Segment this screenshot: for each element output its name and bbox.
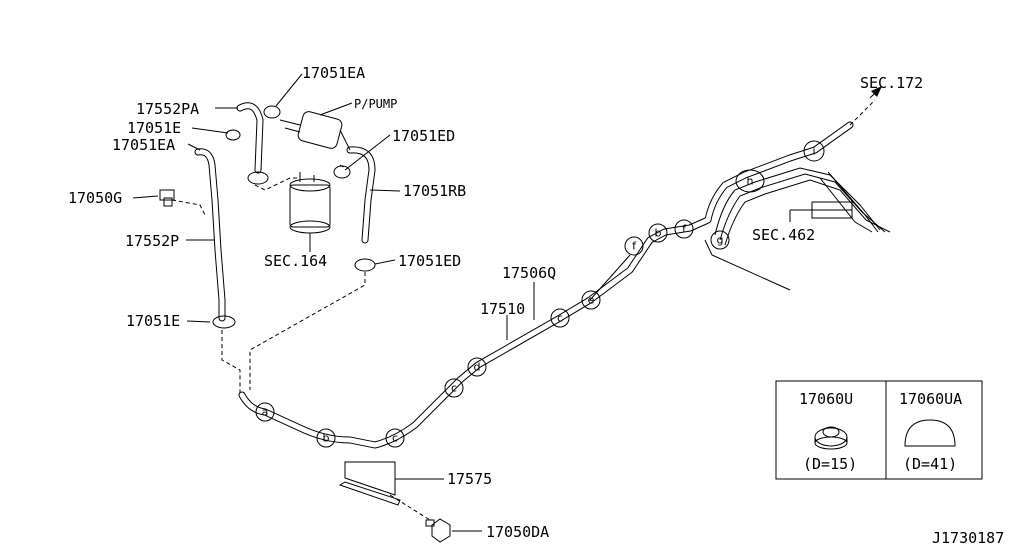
- clip-f: f: [624, 236, 644, 256]
- svg-text:f: f: [682, 223, 687, 236]
- dashed-connections: [171, 164, 431, 521]
- clip-c: c: [444, 378, 464, 398]
- leader-lines: [132, 73, 812, 532]
- svg-text:i: i: [812, 145, 815, 158]
- clip-f: f: [674, 219, 694, 239]
- clip-i: i: [803, 140, 825, 162]
- legend-border: [775, 380, 983, 480]
- legend-right-size: (D=41): [903, 455, 957, 473]
- part-labels: 17051EA 17552PA P/PUMP 17051E 17051EA 17…: [68, 64, 1004, 547]
- clip-b: b: [316, 428, 336, 448]
- label-17051E-top: 17051E: [127, 119, 181, 137]
- clip-h: h: [735, 169, 765, 193]
- label-17051EA-left: 17051EA: [112, 136, 175, 154]
- branch-lines: [704, 86, 891, 291]
- label-17050G: 17050G: [68, 189, 122, 207]
- label-17051RB: 17051RB: [403, 182, 466, 200]
- svg-text:c: c: [557, 312, 563, 325]
- label-17051EA-top: 17051EA: [302, 64, 365, 82]
- legend-left-part: 17060U: [799, 390, 853, 408]
- label-17051E-bottom: 17051E: [126, 312, 180, 330]
- label-17552P: 17552P: [125, 232, 179, 250]
- label-17050DA: 17050DA: [486, 523, 549, 541]
- svg-text:e: e: [588, 294, 595, 307]
- svg-text:c: c: [392, 432, 398, 445]
- main-fuel-pipe: [238, 121, 854, 449]
- hose-17051RB: [346, 146, 376, 244]
- sec462-bracket: [811, 201, 853, 219]
- label-sec172: SEC.172: [860, 74, 923, 92]
- label-17510: 17510: [480, 300, 525, 318]
- svg-text:g: g: [717, 234, 724, 247]
- clip-d: d: [467, 357, 487, 377]
- clamps: [212, 105, 376, 329]
- label-pump: P/PUMP: [354, 97, 397, 111]
- legend-box: 17060U 17060UA (D=15) (D=41): [775, 380, 983, 480]
- clip-c: c: [550, 308, 570, 328]
- part-17050G: [159, 189, 175, 207]
- pump-assembly: [279, 111, 351, 151]
- grommet-large-icon: [904, 419, 956, 447]
- hose-17552P: [194, 148, 226, 322]
- legend-right-part: 17060UA: [899, 390, 962, 408]
- svg-text:c: c: [451, 382, 457, 395]
- label-17552PA: 17552PA: [136, 100, 199, 118]
- label-17575: 17575: [447, 470, 492, 488]
- svg-text:d: d: [474, 361, 481, 374]
- svg-text:a: a: [262, 406, 269, 419]
- clip-a: a: [255, 402, 275, 422]
- svg-text:h: h: [747, 175, 754, 188]
- svg-text:b: b: [655, 227, 662, 240]
- clip-e: e: [581, 290, 601, 310]
- diagram-id: J1730187: [932, 529, 1004, 547]
- grommet-small-icon: [814, 426, 848, 450]
- clip-markers: a b c c d c e f b f g h i: [255, 140, 825, 448]
- label-sec164: SEC.164: [264, 252, 327, 270]
- svg-text:b: b: [323, 432, 330, 445]
- label-17051ED-mid: 17051ED: [398, 252, 461, 270]
- clip-g: g: [710, 230, 730, 250]
- label-17051ED-top: 17051ED: [392, 127, 455, 145]
- hose-17552PA: [236, 102, 264, 174]
- legend-left-size: (D=15): [803, 455, 857, 473]
- label-sec462: SEC.462: [752, 226, 815, 244]
- clip-c: c: [385, 428, 405, 448]
- bracket-17575: [338, 461, 401, 506]
- svg-text:f: f: [632, 240, 637, 253]
- canister: [289, 172, 331, 252]
- label-17506Q: 17506Q: [502, 264, 556, 282]
- bolt-17050DA: [425, 518, 451, 543]
- clip-b: b: [648, 223, 668, 243]
